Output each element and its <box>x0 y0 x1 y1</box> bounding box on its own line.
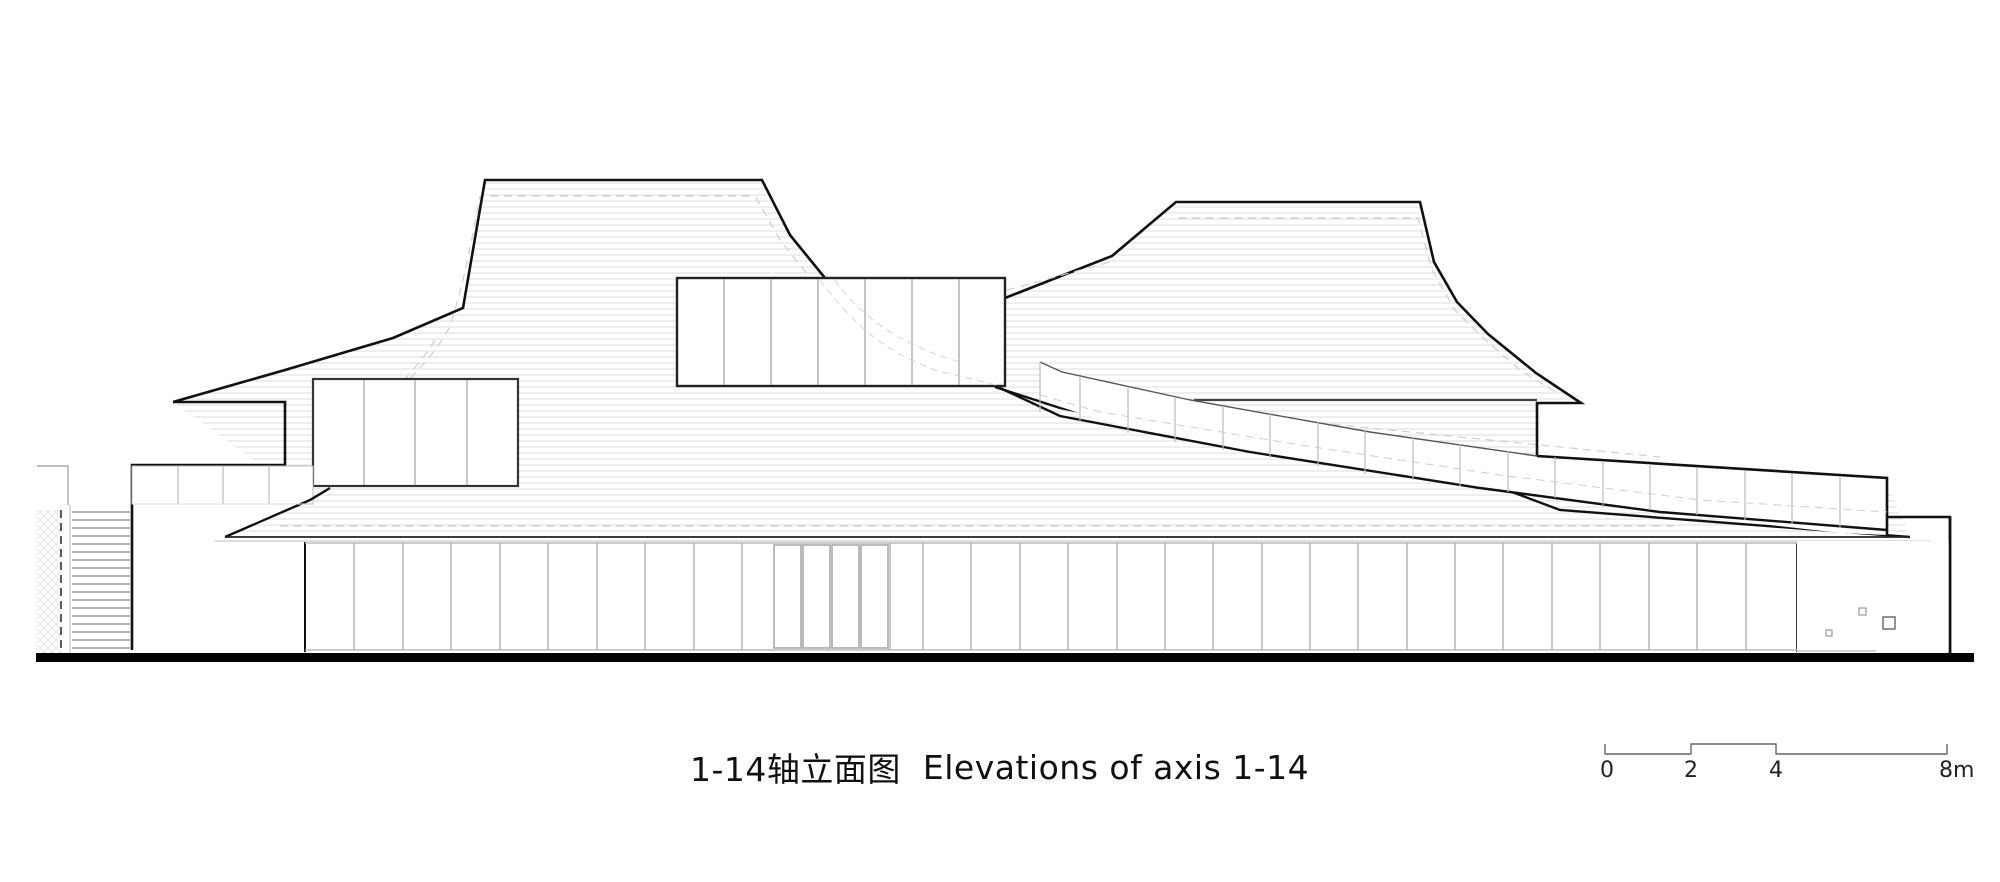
left-lower-glazing <box>131 465 314 505</box>
ramp-glazing <box>999 361 1952 658</box>
drawing-title: 1-14轴立面图 Elevations of axis 1-14 <box>690 742 1350 792</box>
ground-line <box>36 653 1974 662</box>
ground-curtain-wall <box>304 542 1798 652</box>
title-chinese: 1-14轴立面图 <box>690 750 901 789</box>
left-stair <box>37 465 305 653</box>
roof-mass <box>173 180 1910 535</box>
entrance-doors <box>773 544 889 649</box>
scale-label-0: 0 <box>1600 758 1614 783</box>
right-roof-volume <box>1004 200 1586 456</box>
small-window <box>1882 616 1896 630</box>
small-window <box>1825 629 1833 637</box>
scale-label-4: 4 <box>1769 758 1783 783</box>
left-roof-volume <box>130 178 827 650</box>
small-window <box>1858 607 1867 616</box>
left-glass-box <box>311 377 520 488</box>
scale-label-2: 2 <box>1684 758 1698 783</box>
title-english: Elevations of axis 1-14 <box>922 747 1310 787</box>
upper-glass-box <box>675 276 1007 388</box>
right-wall <box>1797 517 1952 655</box>
scale-label-8m: 8m <box>1939 758 1975 783</box>
scale-bar <box>1604 743 1948 755</box>
